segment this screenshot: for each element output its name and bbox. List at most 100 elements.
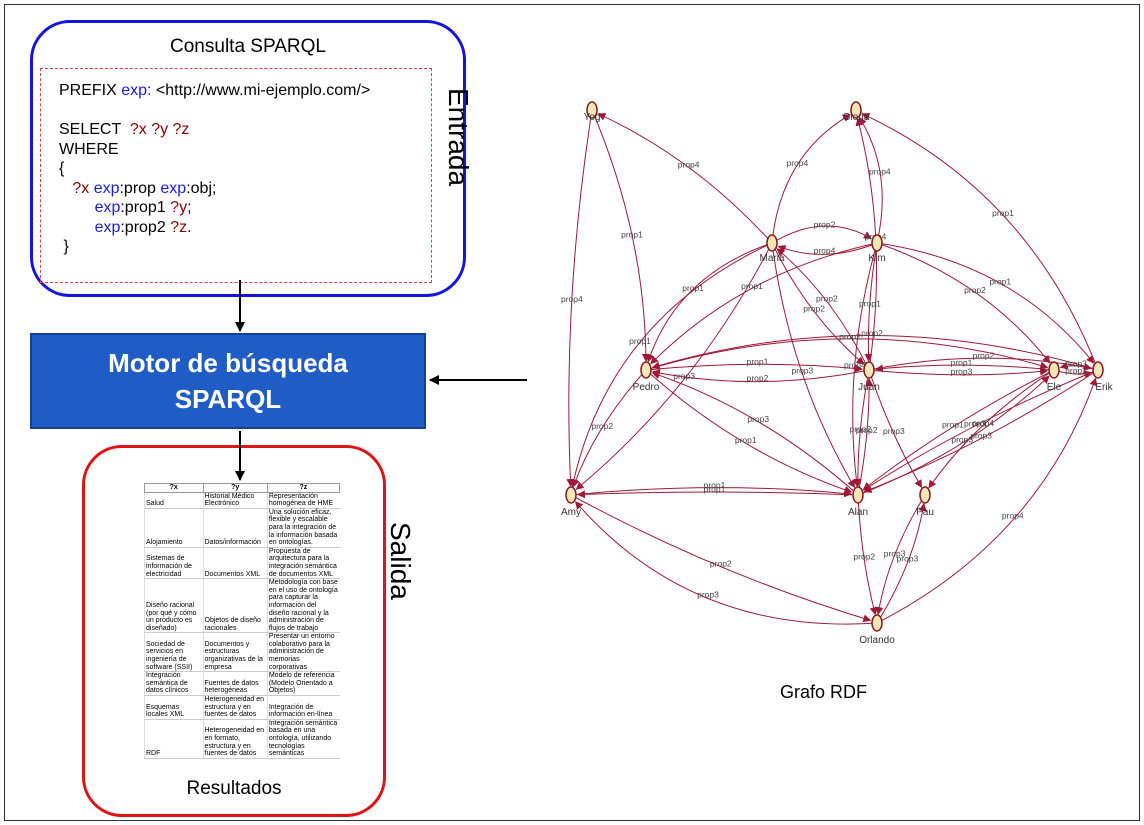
edge-label: prop1 [682,283,704,293]
query-code-line: WHERE [59,140,431,160]
edge-pedro-amy [572,369,647,488]
results-cell: Representación homogénea de HME [266,492,340,509]
edge-label: prop3 [964,419,986,429]
edge-amy-orlando [570,494,872,623]
results-box: Resultados [82,445,386,817]
results-cell: Documentos y estructuras organizativas d… [202,632,268,673]
edge-kim-pedro [650,242,878,365]
edge-label: prop3 [951,367,973,377]
graph-edge-labels: prop4prop4prop1prop4prop4prop2prop4prop4… [561,158,1087,599]
edge-label: prop1 [942,420,964,430]
edge-pau-orlando [875,494,926,616]
results-header-cell: ?y [202,483,268,493]
query-code-token: ?x ?y ?z [129,121,190,138]
edge-alan-juan [857,377,874,496]
node-maria [766,234,778,252]
edge-ele-alan [862,369,1055,491]
query-code-token: exp: [121,82,152,99]
edge-label: prop1 [741,281,763,291]
results-cell: Heterogeneidad en estructura y en fuente… [202,695,268,720]
results-cell: Fuentes de datos heterogéneas [202,671,268,697]
query-code-token: exp [93,179,120,197]
search-engine-title-line1: Motor de búsqueda [108,348,348,378]
edge-label: prop3 [883,426,905,436]
query-code-line: ?x exp:prop exp:obj; [59,179,431,199]
edge-yog-amy [566,109,593,488]
results-cell: Integración semántica de datos clínicos [144,671,203,697]
edge-label: prop3 [792,365,814,375]
edge-label: prop1 [704,484,726,494]
edge-label: prop2 [814,219,836,229]
edge-label: prop1 [629,336,651,346]
results-cell: Heterogeneidad en en formato, estructura… [202,719,268,759]
node-erik [1092,361,1104,379]
results-cell: RDF [144,719,203,759]
node-label-pedro: Pedro [633,382,660,393]
node-label-maria: Maria [759,253,784,264]
edge-alan-orlando [857,494,878,616]
node-orlando [871,614,883,632]
edge-erik-alan [863,369,1099,491]
edge-label: prop4 [844,360,866,370]
edge-label: prop4 [972,418,994,428]
query-code-token: } [59,238,69,255]
query-code-token: exp [94,199,121,216]
edge-juan-pau [868,369,923,489]
node-label-ele: Ele [1047,382,1062,393]
edge-maria-alan [771,242,855,489]
edge-label: prop2 [964,285,986,295]
edge-label: prop1 [951,357,973,367]
edge-label: prop2 [591,421,613,431]
query-code-token: exp [160,179,187,197]
results-cell: Propuesta de arquitectura para la integr… [266,547,340,580]
edge-label: prop3 [1065,359,1087,369]
node-label-pau: Pau [916,507,934,518]
edge-juan-maria [776,248,870,371]
results-cell: Alojamiento [144,508,203,548]
edge-maria-juan [771,242,865,365]
node-alan [852,486,864,504]
results-cell: Datos/información [202,508,268,548]
query-code-token: :prop2 [120,218,171,236]
edge-orlando-erik [876,377,1098,624]
query-code-line: PREFIX exp: <http://www.mi-ejemplo.com/> [59,81,431,101]
edge-label: prop1 [704,480,726,490]
edge-label: prop4 [1002,511,1024,521]
query-code-block: PREFIX exp: <http://www.mi-ejemplo.com/>… [40,68,432,283]
query-code-token: :prop [119,179,161,197]
edge-ele-pau [928,369,1055,489]
edge-amy-alan [570,487,853,498]
results-cell: Objetos de diseño racionales [202,578,268,634]
results-cell: Diseño racional (por qué y cómo un produ… [144,578,203,634]
edge-label: prop3 [747,414,769,424]
results-cell: Una solución eficaz, flexible y escalabl… [266,508,340,548]
query-code-token: ; [187,199,192,216]
edge-ele-juan [874,364,1055,373]
edge-label: prop2 [839,331,861,341]
edge-maria-yog [597,113,773,244]
node-label-yog: Yog [584,112,601,123]
query-box: Consulta SPARQL [30,20,466,297]
node-gloria [850,101,862,119]
node-pau [919,486,931,504]
edge-juan-ele [868,367,1049,376]
node-label-juan: Juan [858,382,880,393]
edge-maria-gloria [771,114,851,244]
query-code-line: } [59,237,431,257]
edge-label: prop2 [710,559,732,569]
results-label: Resultados [186,778,282,799]
node-pedro [640,361,652,379]
node-juan [863,361,875,379]
results-row: Sociedad de servicios en ingeniería de s… [144,632,340,673]
query-code-line: exp:prop2 ?z. [59,218,431,238]
query-code-token: ?x [72,179,94,197]
edge-erik-alan [863,369,1099,493]
node-kim [871,234,883,252]
edge-label: prop3 [951,434,973,444]
edge-label: prop4 [787,158,809,168]
